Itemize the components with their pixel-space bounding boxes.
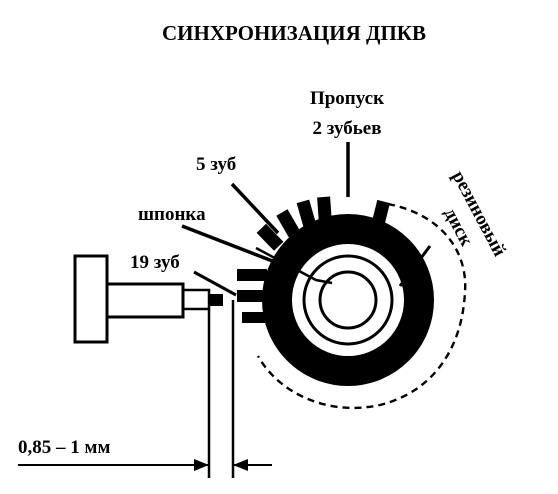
hub-outer-circle: [302, 254, 394, 346]
sensor-body: [105, 282, 185, 319]
sensor-connector: [73, 254, 109, 344]
timing-wheel-ring: [262, 214, 434, 386]
key-label: шпонка: [138, 204, 206, 225]
clearance-label: 0,85 – 1 мм: [18, 437, 110, 458]
gap-label-line2: 2 зубьев: [313, 118, 382, 139]
diagram-title: СИНХРОНИЗАЦИЯ ДПКВ: [162, 21, 426, 45]
wheel-tooth: [242, 312, 268, 323]
sensor-tip: [181, 288, 211, 311]
wheel-tooth: [256, 223, 284, 251]
dimension-arrow-left: [194, 459, 209, 471]
wheel-tooth: [317, 196, 332, 223]
dimension-arrow-right: [233, 459, 248, 471]
wheel-tooth-19: [237, 269, 267, 281]
wheel-tooth: [276, 209, 301, 238]
tooth5-leader: [230, 182, 280, 235]
wheel-tooth: [237, 290, 267, 302]
gap-label-line1: Пропуск: [310, 88, 384, 109]
rubber-disc-leader: [398, 245, 432, 287]
wheel-tooth: [296, 199, 317, 228]
wheel-teeth: [237, 196, 390, 323]
hub-inner-circle: [318, 270, 378, 330]
tooth19-label: 19 зуб: [130, 252, 180, 273]
tooth5-label: 5 зуб: [196, 154, 236, 175]
tooth19-leader: [193, 270, 237, 297]
key-leader: [181, 224, 276, 264]
key-leader-extension: [255, 246, 333, 285]
sensor-core: [209, 294, 223, 306]
